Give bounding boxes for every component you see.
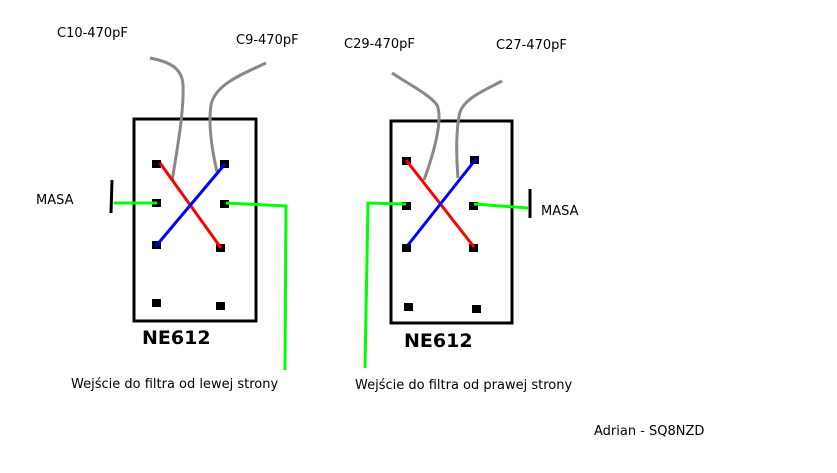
right-chip-pin <box>402 244 411 252</box>
right-ground-wire <box>473 202 529 210</box>
right-chip-pin <box>402 202 411 210</box>
left-chip-pin <box>216 302 225 310</box>
right-chip-group <box>363 71 532 369</box>
right-cap-c29-lead <box>391 71 441 181</box>
right-cap-c27-lead <box>455 79 503 179</box>
right-chip-pin <box>404 303 413 311</box>
left-blue-wire <box>154 163 227 247</box>
left-input-wire <box>225 201 288 371</box>
left-cap-c9-lead <box>208 61 267 173</box>
right-cap-c29-label: C29-470pF <box>344 37 415 52</box>
author-credit: Adrian - SQ8NZD <box>594 424 705 439</box>
left-chip-group <box>109 56 288 371</box>
left-ground-bar <box>109 179 114 214</box>
right-chip-pin <box>469 202 478 210</box>
right-cap-c27-label: C27-470pF <box>496 38 567 53</box>
left-ground-label: MASA <box>36 193 74 208</box>
right-chip-pin <box>469 244 478 252</box>
left-chip-pin <box>152 299 161 307</box>
left-cap-c10-lead <box>149 56 185 182</box>
left-chip-pin <box>220 200 229 208</box>
right-chip-pin <box>472 305 481 313</box>
left-cap-c10-label: C10-470pF <box>57 26 128 41</box>
right-chip-name: NE612 <box>404 330 473 352</box>
right-input-wire <box>363 201 407 369</box>
left-chip-body <box>132 117 258 323</box>
left-chip-pin <box>152 160 161 168</box>
left-input-label: Wejście do filtra od lewej strony <box>71 377 279 392</box>
right-blue-wire <box>406 158 478 246</box>
left-cap-c9-label: C9-470pF <box>236 33 299 48</box>
left-chip-name: NE612 <box>142 327 211 349</box>
right-ground-label: MASA <box>541 204 579 219</box>
right-input-label: Wejście do filtra od prawej strony <box>355 378 573 393</box>
right-chip-body <box>389 119 514 325</box>
